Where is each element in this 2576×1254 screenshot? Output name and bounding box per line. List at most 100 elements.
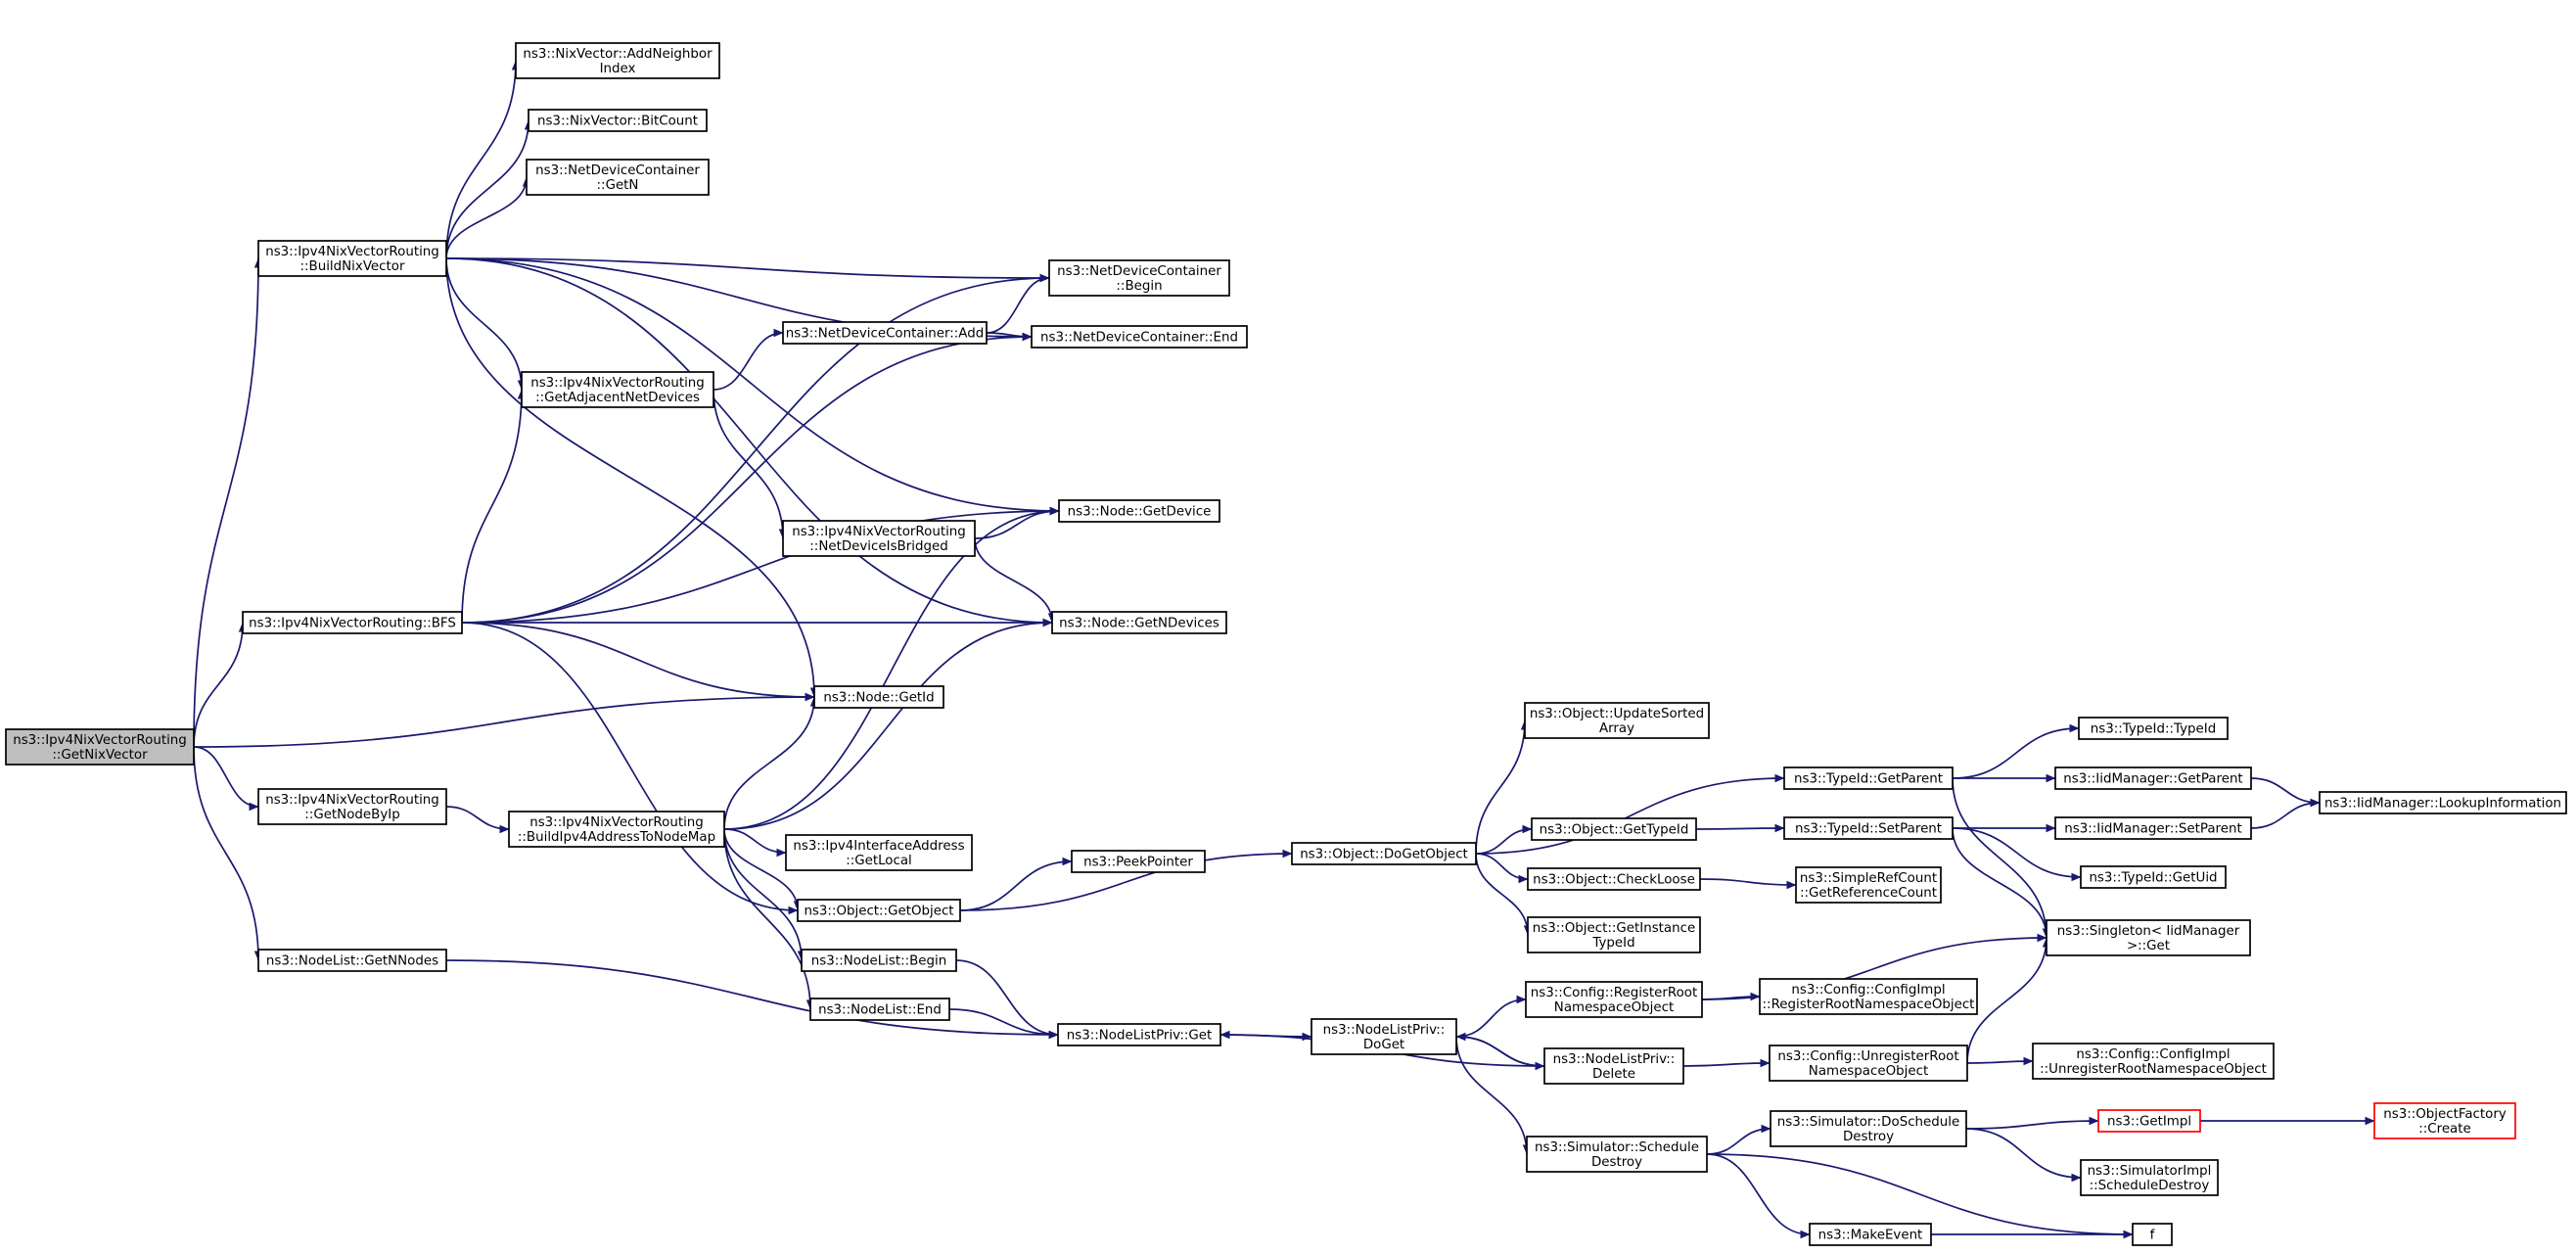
function-node-impl-unregister[interactable]: ns3::Config::ConfigImpl::UnregisterRootN… (2032, 1043, 2275, 1080)
function-node-obj-getobject[interactable]: ns3::Object::GetObject (797, 899, 961, 922)
function-node-node-getndevices[interactable]: ns3::Node::GetNDevices (1051, 611, 1227, 634)
node-label: ns3::IidManager::GetParent (2063, 772, 2242, 787)
node-label: ns3::Config::UnregisterRoot (1777, 1049, 1958, 1064)
node-label: ns3::Object::DoGetObject (1300, 848, 1468, 862)
function-node-iid-setparent[interactable]: ns3::IidManager::SetParent (2054, 816, 2252, 840)
function-node-nl-begin[interactable]: ns3::NodeList::Begin (801, 949, 957, 972)
function-node-getrefcount[interactable]: ns3::SimpleRefCount::GetReferenceCount (1795, 866, 1942, 904)
function-node-iid-getparent[interactable]: ns3::IidManager::GetParent (2054, 766, 2252, 790)
function-node-getimpl[interactable]: ns3::GetImpl (2097, 1109, 2201, 1133)
node-box (1311, 1018, 1457, 1055)
function-node-isbridged[interactable]: ns3::Ipv4NixVectorRouting::NetDeviceIsBr… (782, 520, 976, 557)
node-box (801, 949, 957, 972)
function-node-getlocal[interactable]: ns3::Ipv4InterfaceAddress::GetLocal (785, 834, 973, 871)
node-label: ns3::Ipv4NixVectorRouting (13, 733, 187, 748)
function-node-bitcount[interactable]: ns3::NixVector::BitCount (528, 109, 708, 132)
function-node-bfs[interactable]: ns3::Ipv4NixVectorRouting::BFS (242, 611, 463, 634)
function-node-checkloose[interactable]: ns3::Object::CheckLoose (1527, 867, 1701, 891)
call-edge (1455, 1036, 1532, 1155)
node-label: ::GetN (597, 178, 639, 193)
function-node-nlp-get[interactable]: ns3::NodeListPriv::Get (1057, 1023, 1221, 1046)
node-label: ns3::IidManager::SetParent (2064, 822, 2242, 837)
edge-line (445, 806, 510, 834)
function-node-objectfactory[interactable]: ns3::ObjectFactory::Create (2373, 1102, 2516, 1139)
edge-line (445, 60, 521, 259)
function-node-nl-end[interactable]: ns3::NodeList::End (809, 998, 950, 1021)
function-node-buildnixvector[interactable]: ns3::Ipv4NixVectorRouting::BuildNixVecto… (257, 240, 447, 277)
node-label: ns3::Node::GetId (823, 691, 934, 706)
function-node-nlp-doget[interactable]: ns3::NodeListPriv::DoGet (1311, 1018, 1457, 1055)
node-box (2032, 1043, 2275, 1080)
node-label: ns3::NodeList::Begin (811, 954, 947, 969)
function-node-simimpl-sched[interactable]: ns3::SimulatorImpl::ScheduleDestroy (2080, 1159, 2219, 1196)
function-node-dogetobject[interactable]: ns3::Object::DoGetObject (1291, 842, 1477, 865)
function-node-getnnodes[interactable]: ns3::NodeList::GetNNodes (257, 949, 447, 972)
node-box (2373, 1102, 2516, 1139)
node-label: ns3::Object::CheckLoose (1533, 873, 1695, 888)
call-edge (445, 176, 531, 259)
function-node-typeid-typeid[interactable]: ns3::TypeId::TypeId (2078, 717, 2229, 740)
edge-line (1952, 827, 2082, 882)
function-node-f[interactable]: f (2132, 1223, 2173, 1246)
function-node-getadj[interactable]: ns3::Ipv4NixVectorRouting::GetAdjacentNe… (521, 371, 714, 408)
call-edge (1952, 827, 2051, 939)
edge-line (1695, 823, 1785, 833)
call-edges (193, 60, 2375, 1239)
node-label: ns3::NetDeviceContainer (535, 163, 700, 178)
call-edge (461, 273, 1050, 624)
call-edge (1475, 853, 1533, 936)
node-box (242, 611, 463, 634)
function-node-makeevent[interactable]: ns3::MakeEvent (1809, 1223, 1932, 1246)
function-node-singleton-get[interactable]: ns3::Singleton< IidManager >::Get (2046, 919, 2251, 956)
call-edge (445, 257, 1053, 627)
function-node-ndc-begin[interactable]: ns3::NetDeviceContainer::Begin (1048, 259, 1230, 297)
node-label: ns3::ObjectFactory (2383, 1107, 2507, 1122)
function-node-getnixvector[interactable]: ns3::Ipv4NixVectorRouting::GetNixVector (5, 728, 195, 766)
function-node-unregisterroot[interactable]: ns3::Config::UnregisterRootNamespaceObje… (1769, 1045, 1968, 1082)
node-box (257, 788, 447, 825)
function-node-ndc-getn[interactable]: ns3::NetDeviceContainer::GetN (526, 159, 710, 196)
call-edge (193, 746, 259, 812)
edge-line (1475, 824, 1533, 855)
call-edge (959, 849, 1293, 911)
node-label: ns3::Ipv4NixVectorRouting (792, 525, 966, 539)
function-node-nlp-delete[interactable]: ns3::NodeListPriv::Delete (1543, 1047, 1684, 1085)
function-node-buildipv4[interactable]: ns3::Ipv4NixVectorRouting::BuildIpv4Addr… (508, 811, 725, 848)
function-node-ndc-end[interactable]: ns3::NetDeviceContainer::End (1031, 325, 1248, 348)
function-node-typeid-setparent[interactable]: ns3::TypeId::SetParent (1783, 816, 1954, 840)
function-node-ndc-add[interactable]: ns3::NetDeviceContainer::Add (782, 321, 988, 345)
edge-line (959, 849, 1293, 911)
function-node-impl-register[interactable]: ns3::Config::ConfigImpl::RegisterRootNam… (1759, 978, 1978, 1015)
node-label: >::Get (2127, 939, 2170, 953)
call-edge (193, 257, 263, 748)
function-node-peekpointer[interactable]: ns3::PeekPointer (1071, 850, 1206, 873)
edge-line (974, 537, 1057, 624)
node-box (1291, 842, 1477, 865)
node-label: ns3::Node::GetNDevices (1059, 617, 1219, 631)
node-label: ns3::NodeListPriv::Get (1067, 1029, 1213, 1044)
function-node-node-getdevice[interactable]: ns3::Node::GetDevice (1058, 499, 1220, 523)
edge-line (986, 273, 1050, 334)
function-node-schedule-destroy[interactable]: ns3::Simulator::ScheduleDestroy (1526, 1136, 1708, 1173)
function-node-lookupinfo[interactable]: ns3::IidManager::LookupInformation (2319, 791, 2567, 814)
function-node-registerroot[interactable]: ns3::Config::RegisterRootNamespaceObject (1525, 981, 1703, 1018)
node-label: ::BuildNixVector (300, 259, 405, 274)
call-edge (1682, 1058, 1771, 1068)
node-box (1057, 1023, 1221, 1046)
function-node-typeid-getuid[interactable]: ns3::TypeId::GetUid (2080, 865, 2227, 889)
node-box (2080, 865, 2227, 889)
function-node-getnodebyip[interactable]: ns3::Ipv4NixVectorRouting::GetNodeByIp (257, 788, 447, 825)
node-label: ns3::IidManager::LookupInformation (2324, 797, 2561, 812)
function-node-node-getid[interactable]: ns3::Node::GetId (813, 685, 944, 709)
function-node-obj-gettypeid[interactable]: ns3::Object::GetTypeId (1531, 817, 1697, 841)
call-edge (1475, 824, 1533, 855)
function-node-typeid-getparent[interactable]: ns3::TypeId::GetParent (1783, 766, 1954, 790)
node-box (5, 728, 195, 766)
node-label: ns3::Ipv4NixVectorRouting (530, 376, 705, 391)
edge-line (986, 332, 1033, 342)
edge-line (461, 622, 815, 702)
